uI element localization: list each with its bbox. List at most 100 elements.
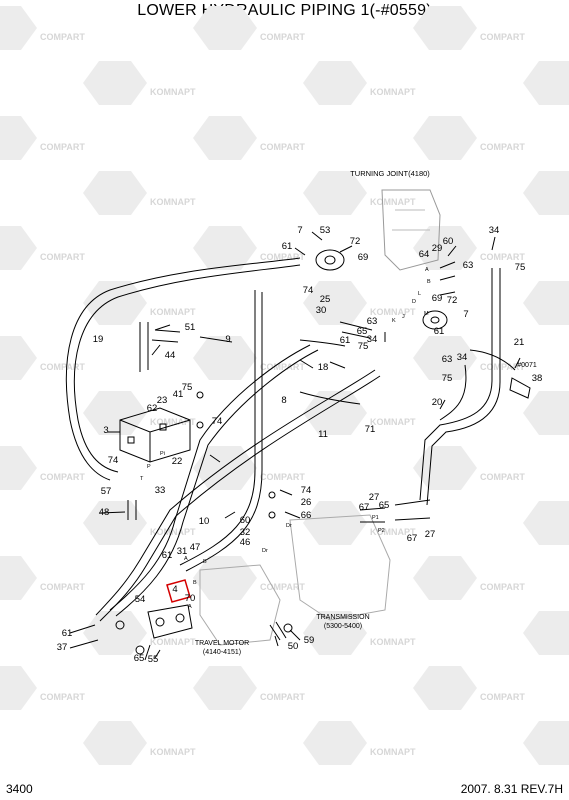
part-number-label: 69 [432, 293, 443, 304]
part-number-label: 70 [185, 593, 196, 604]
watermark-text: COMPART [480, 252, 525, 262]
port-mark: B [193, 580, 197, 586]
watermark-hexagon [413, 336, 477, 380]
part-number-label: 32 [240, 527, 251, 538]
part-number-label: 61 [162, 550, 173, 561]
watermark-text: KOMNAPT [150, 637, 196, 647]
port-mark: P [147, 464, 151, 470]
part-number-label: 34 [367, 334, 378, 345]
watermark-text: COMPART [260, 142, 305, 152]
part-number-label: 69 [358, 252, 369, 263]
watermark-text: KOMNAPT [370, 307, 416, 317]
watermark-text: KOMNAPT [370, 197, 416, 207]
part-number-label: 31 [177, 546, 188, 557]
turning-joint-label: TURNING JOINT(4180) [350, 169, 430, 178]
watermark-hexagon [193, 336, 257, 380]
watermark-hexagon [193, 666, 257, 710]
watermark-text: COMPART [260, 582, 305, 592]
part-number-label: 55 [148, 654, 159, 665]
part-number-label: 75 [442, 373, 453, 384]
watermark-hexagon [523, 391, 569, 435]
port-mark: P2 [378, 528, 385, 534]
watermark-hexagon [83, 61, 147, 105]
watermark-hexagon [523, 171, 569, 215]
watermark-hexagon [193, 446, 257, 490]
watermark-text: KOMNAPT [150, 747, 196, 757]
port-mark: A [188, 604, 192, 610]
watermark-text: COMPART [480, 692, 525, 702]
part-number-label: 4 [172, 584, 177, 595]
transmission-range-label: (5300-5400) [324, 623, 362, 630]
port-mark: Dr [262, 548, 268, 554]
watermark-hexagon [0, 666, 37, 710]
watermark-text: KOMNAPT [150, 197, 196, 207]
part-number-label: 18 [318, 362, 329, 373]
part-number-label: 75 [358, 341, 369, 352]
watermark-text: KOMNAPT [370, 637, 416, 647]
watermark-text: COMPART [260, 32, 305, 42]
part-number-label: 30 [316, 305, 327, 316]
watermark-hexagon [413, 226, 477, 270]
watermark-hexagon [83, 281, 147, 325]
watermark-text: COMPART [40, 32, 85, 42]
port-mark: Dr [286, 523, 292, 529]
part-number-label: 74 [303, 285, 314, 296]
watermark-hexagon [303, 281, 367, 325]
watermark-text: COMPART [480, 582, 525, 592]
watermark-text: COMPART [480, 142, 525, 152]
watermark-text: KOMNAPT [150, 87, 196, 97]
part-number-label: 72 [350, 236, 361, 247]
part-number-label: 71 [365, 424, 376, 435]
part-number-label: 38 [532, 373, 543, 384]
watermark-hexagon [0, 556, 37, 600]
travel-motor-label: TRAVEL MOTOR [195, 640, 249, 647]
part-number-label: 22 [172, 456, 183, 467]
watermark-layer: COMPART COMPART COMPART KOMNAPT KOMNAPT KOMNA… [0, 6, 569, 765]
part-number-label: 63 [442, 354, 453, 365]
watermark-hexagon [83, 501, 147, 545]
watermark-hexagon [413, 6, 477, 50]
part-number-label: 62 [147, 403, 158, 414]
watermark-text: COMPART [40, 692, 85, 702]
part-number-label: 7 [297, 225, 302, 236]
watermark-hexagon [303, 611, 367, 655]
part-number-label: 33 [155, 485, 166, 496]
part-number-label: 48 [99, 507, 110, 518]
watermark-text: COMPART [480, 472, 525, 482]
watermark-hexagon [83, 721, 147, 765]
watermark-text: KOMNAPT [370, 747, 416, 757]
watermark-hexagon [193, 116, 257, 160]
part-number-label: 26 [301, 497, 312, 508]
part-number-label: 74 [212, 416, 223, 427]
watermark-text: COMPART [40, 362, 85, 372]
watermark-hexagon [0, 226, 37, 270]
port-mark: L [418, 291, 421, 297]
port-mark: J [402, 314, 405, 320]
part-number-label: 65 [379, 500, 390, 511]
part-number-label: 60 [240, 515, 251, 526]
watermark-hexagon [193, 6, 257, 50]
watermark-hexagon [83, 391, 147, 435]
page-code: 3400 [6, 782, 33, 796]
part-number-label: 66 [301, 510, 312, 521]
part-number-label: 50 [288, 641, 299, 652]
part-number-label: 44 [165, 350, 176, 361]
line-drawing [65, 189, 531, 661]
watermark-text: KOMNAPT [370, 87, 416, 97]
part-number-label: 37 [57, 642, 68, 653]
part-number-label: 27 [369, 492, 380, 503]
part-number-label: 61 [62, 628, 73, 639]
watermark-text: COMPART [260, 252, 305, 262]
part-number-label: 3 [103, 425, 108, 436]
port-mark: A [184, 556, 188, 562]
watermark-hexagon [0, 446, 37, 490]
watermark-hexagon [0, 6, 37, 50]
part-number-label: 21 [514, 337, 525, 348]
watermark-hexagon [303, 171, 367, 215]
watermark-hexagon [303, 501, 367, 545]
port-mark: D [412, 299, 416, 305]
part-number-label: 54 [135, 594, 146, 605]
